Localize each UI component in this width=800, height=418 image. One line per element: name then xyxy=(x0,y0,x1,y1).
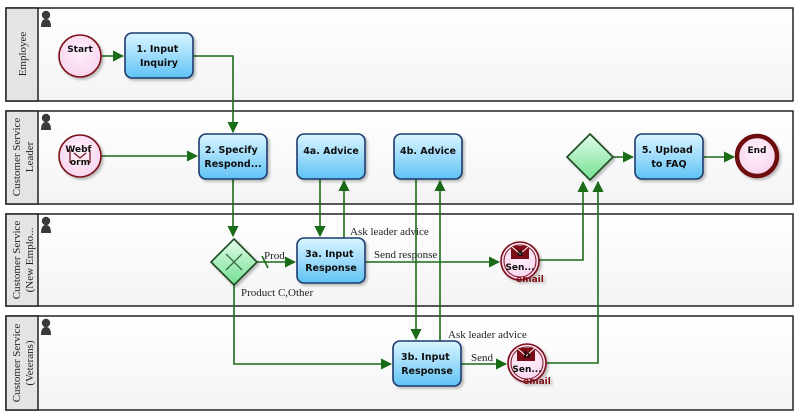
flow-send-a-to-merge[interactable] xyxy=(539,180,589,261)
lane-frame xyxy=(5,7,794,102)
flow-label-send-response: Send response xyxy=(374,249,437,261)
flow-send-b-to-merge[interactable] xyxy=(546,180,604,364)
flow-label-ask-leader-advice-a: Ask leader advice xyxy=(350,226,429,238)
person-icon xyxy=(41,113,51,130)
webform-label: Webf orm xyxy=(65,145,94,168)
webform-start-event[interactable]: Webf orm xyxy=(58,134,102,178)
lane-label: Customer ServiceLeader xyxy=(11,118,36,197)
send-event-label: Sen... xyxy=(512,365,541,375)
lane-customer-service-new-employee: Customer Service(New Emplo... xyxy=(5,213,794,307)
start-event-label: Start xyxy=(67,45,93,55)
lane-employee: Employee xyxy=(5,7,794,102)
lane-header[interactable] xyxy=(5,213,39,307)
task-label: 4b. Advice xyxy=(400,146,456,157)
lane-header[interactable] xyxy=(5,7,39,102)
person-icon xyxy=(41,216,51,233)
merge-gateway[interactable] xyxy=(565,132,615,182)
send-email-event-b[interactable]: b Sen... email xyxy=(507,343,551,387)
person-icon xyxy=(41,318,51,335)
task-advice-4a[interactable]: 4a. Advice xyxy=(296,133,366,180)
lane-header[interactable] xyxy=(5,315,39,411)
task-specify-responder[interactable]: 2. Specify Respond... xyxy=(198,133,268,180)
end-event[interactable]: End xyxy=(734,133,780,179)
task-input-inquiry[interactable]: 1. Input Inquiry xyxy=(124,32,194,79)
task-input-response-3a[interactable]: 3a. Input Response xyxy=(296,237,366,284)
end-event-label: End xyxy=(748,146,767,156)
sequence-flows xyxy=(101,50,736,370)
lane-frame xyxy=(5,213,794,307)
start-event[interactable]: Start xyxy=(58,34,102,78)
task-advice-4b[interactable]: 4b. Advice xyxy=(393,133,463,180)
lane-header[interactable] xyxy=(5,110,39,205)
task-upload-to-faq[interactable]: 5. Upload to FAQ xyxy=(634,133,704,180)
lane-label: Customer Service(New Emplo... xyxy=(11,221,36,300)
send-event-label: Sen... xyxy=(505,263,534,273)
task-label: 1. Input Inquiry xyxy=(136,44,181,69)
email-tag: email xyxy=(516,275,544,285)
task-input-response-3b[interactable]: 3b. Input Response xyxy=(392,340,462,387)
lane-label: Customer Service(Veterans) xyxy=(11,324,36,403)
default-flow-slash xyxy=(261,255,269,269)
person-icon xyxy=(41,10,51,27)
task-label: 2. Specify Respond... xyxy=(204,145,261,170)
exclusive-gateway[interactable] xyxy=(209,237,259,287)
flow-label-ask-leader-advice-b: Ask leader advice xyxy=(448,329,527,341)
email-tag: email xyxy=(523,377,551,387)
flow-label-prod: Prod xyxy=(264,250,285,262)
flow-label-send: Send xyxy=(471,352,494,364)
task-label: 5. Upload to FAQ xyxy=(642,145,696,170)
envelope-icon xyxy=(516,347,536,361)
send-badge: a xyxy=(517,249,523,259)
envelope-icon xyxy=(510,245,530,259)
flow-task1-to-task2[interactable] xyxy=(193,55,239,134)
lane-label: Employee xyxy=(17,32,29,77)
envelope-icon xyxy=(69,150,91,163)
flow-label-product-c-other: Product C,Other xyxy=(241,287,313,299)
send-badge: b xyxy=(524,351,531,361)
task-label: 3a. Input Response xyxy=(305,249,357,274)
send-email-event-a[interactable]: a Sen... email xyxy=(500,241,544,285)
task-label: 3b. Input Response xyxy=(401,352,453,377)
x-mark-icon xyxy=(225,253,243,271)
flow-gateway-to-task3b[interactable] xyxy=(233,285,393,370)
task-label: 4a. Advice xyxy=(303,146,359,157)
